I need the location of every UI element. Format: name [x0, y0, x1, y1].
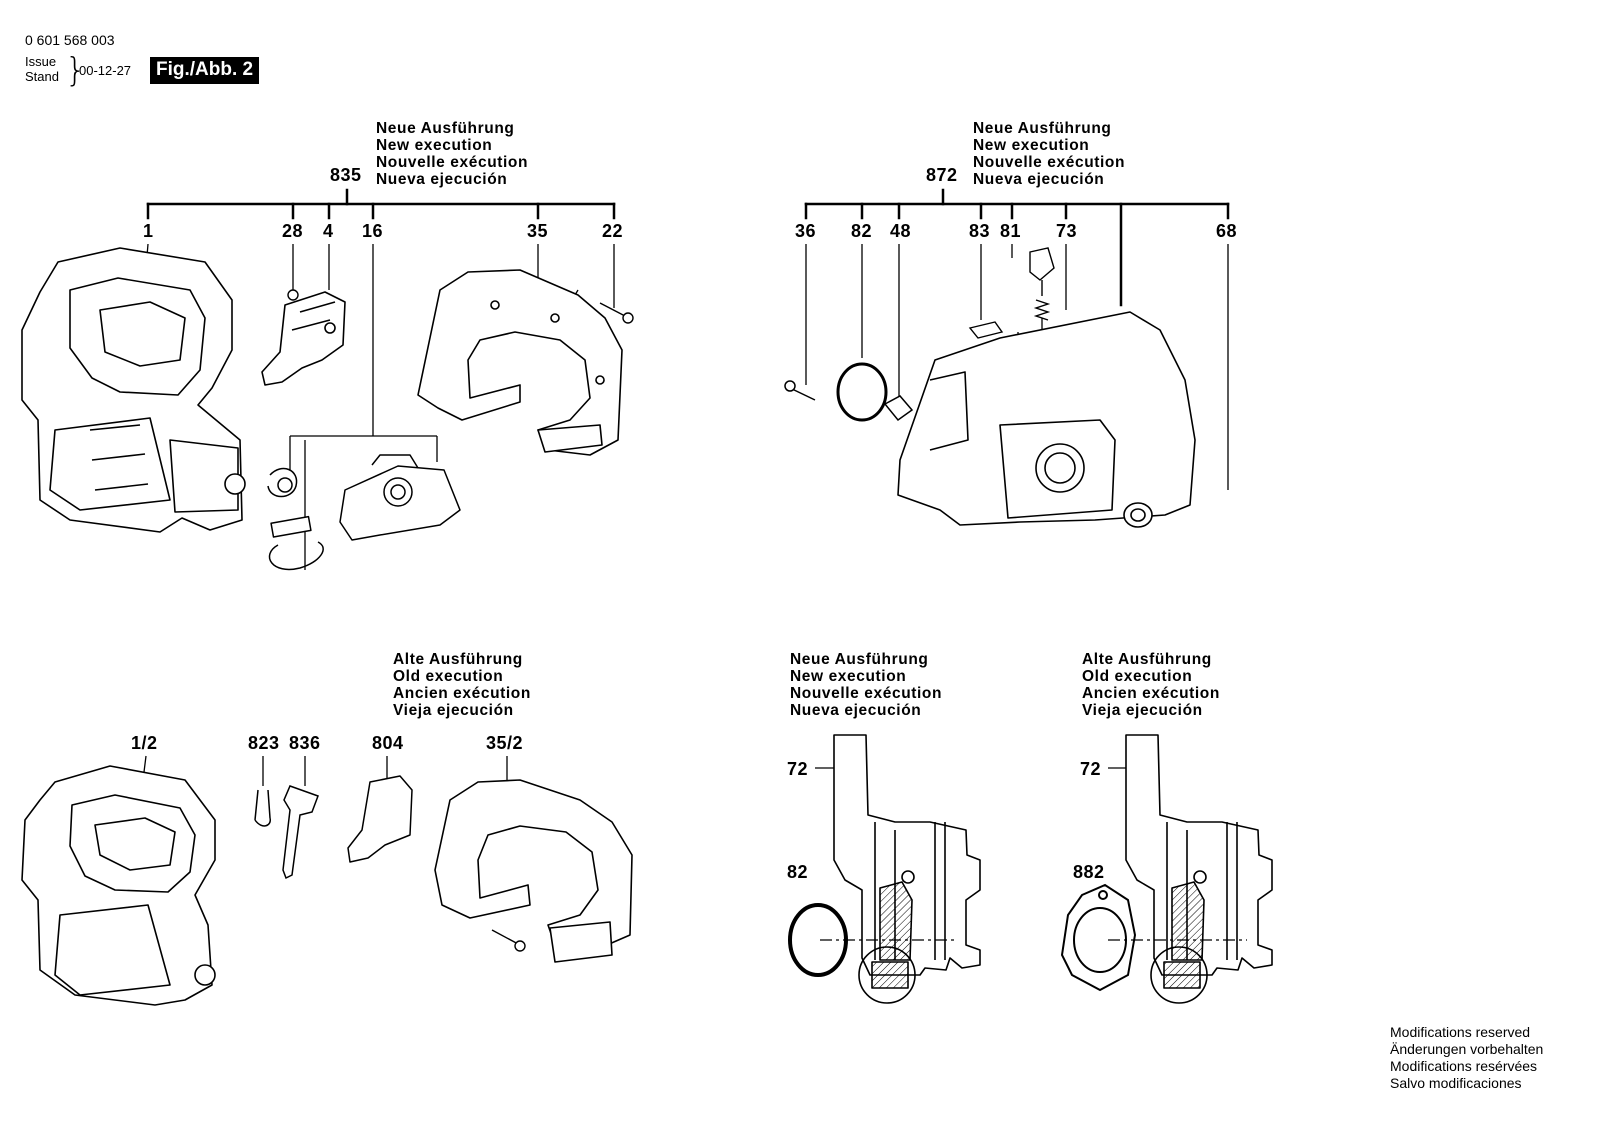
ring-68	[1123, 502, 1153, 528]
callout-1: 1	[143, 221, 154, 241]
sleeve-48	[883, 395, 914, 422]
footer-notes: Modifications reserved Änderungen vorbeh…	[1390, 1024, 1543, 1092]
callout-836: 836	[289, 733, 321, 753]
caption-line: New execution	[790, 668, 907, 685]
caption-line: Nueva ejecución	[790, 702, 922, 719]
figure-title: Fig./Abb. 2	[150, 57, 260, 84]
caption-line: Vieja ejecución	[393, 702, 514, 719]
callout-73: 73	[1056, 221, 1078, 241]
issue-label: Issue	[25, 54, 57, 69]
footer-note: Salvo modificaciones	[1390, 1075, 1522, 1091]
callout-804: 804	[372, 733, 404, 753]
button-81	[1029, 247, 1055, 296]
detail-new	[833, 734, 981, 1004]
callout-48: 48	[890, 221, 912, 241]
callout-83: 83	[969, 221, 991, 241]
caption-line: Alte Ausführung	[393, 651, 523, 668]
caption-line: Nueva ejecución	[973, 171, 1105, 188]
callout-82-detail: 82	[787, 862, 809, 882]
callout-16: 16	[362, 221, 384, 241]
callout-4: 4	[323, 221, 334, 241]
caption-line: Nouvelle exécution	[973, 154, 1126, 171]
caption-line: Old execution	[393, 668, 504, 685]
issue-date: 00-12-27	[79, 63, 132, 78]
spring-73	[1033, 299, 1051, 321]
callout-823: 823	[248, 733, 280, 753]
caption-new-detail: Neue Ausführung New execution Nouvelle e…	[790, 651, 942, 719]
caption-line: Alte Ausführung	[1082, 651, 1212, 668]
brush-holder-16	[267, 454, 461, 571]
caption-old-bottom-left: Alte Ausführung Old execution Ancien exé…	[393, 651, 531, 719]
caption-line: Nueva ejecución	[376, 171, 508, 188]
flange-882	[1060, 883, 1137, 992]
gear-housing-68	[897, 311, 1196, 526]
spring-823	[254, 789, 271, 827]
issue-block: Issue Stand } 00-12-27 Fig./Abb. 2	[25, 50, 285, 91]
switch-4	[261, 291, 346, 386]
handle-35-2	[434, 779, 633, 963]
group-number-835: 835	[330, 165, 362, 185]
screw-22	[599, 302, 634, 324]
group-number-872: 872	[926, 165, 958, 185]
callout-1-2: 1/2	[131, 733, 158, 753]
callout-82: 82	[851, 221, 873, 241]
detail-old	[1125, 734, 1273, 1004]
stand-label: Stand	[25, 69, 59, 84]
o-ring-82	[836, 362, 888, 422]
caption-line: Ancien exécution	[393, 685, 531, 702]
callout-72-new: 72	[787, 759, 809, 779]
caption-line: Neue Ausführung	[790, 651, 929, 668]
footer-note: Modifications resérvées	[1390, 1058, 1538, 1074]
footer-note: Modifications reserved	[1390, 1024, 1531, 1040]
callout-81: 81	[1000, 221, 1022, 241]
footer-note: Änderungen vorbehalten	[1390, 1041, 1544, 1057]
switch-804	[347, 775, 413, 863]
callout-68: 68	[1216, 221, 1238, 241]
caption-line: Nouvelle exécution	[376, 154, 529, 171]
callout-28: 28	[282, 221, 304, 241]
caption-line: Ancien exécution	[1082, 685, 1220, 702]
caption-new-top-left: Neue Ausführung New execution Nouvelle e…	[376, 120, 528, 188]
caption-line: Nouvelle exécution	[790, 685, 943, 702]
caption-line: Neue Ausführung	[973, 120, 1112, 137]
handle-35	[417, 269, 623, 456]
caption-old-detail: Alte Ausführung Old execution Ancien exé…	[1082, 651, 1220, 719]
caption-line: New execution	[973, 137, 1090, 154]
housing-1-2	[21, 765, 216, 1006]
callout-35-2: 35/2	[486, 733, 524, 753]
housing-1	[21, 247, 246, 533]
caption-line: New execution	[376, 137, 493, 154]
callout-35: 35	[527, 221, 549, 241]
screw-36	[784, 380, 816, 401]
caption-line: Neue Ausführung	[376, 120, 515, 137]
callout-22: 22	[602, 221, 624, 241]
caption-line: Vieja ejecución	[1082, 702, 1203, 719]
callout-72-old: 72	[1080, 759, 1102, 779]
part-83	[968, 321, 1004, 339]
lever-836	[282, 785, 319, 880]
callout-882: 882	[1073, 862, 1105, 882]
callout-36: 36	[795, 221, 817, 241]
caption-new-top-right: Neue Ausführung New execution Nouvelle e…	[973, 120, 1125, 188]
caption-line: Old execution	[1082, 668, 1193, 685]
part-number: 0 601 568 003	[25, 32, 115, 48]
brace-icon: }	[65, 50, 86, 89]
